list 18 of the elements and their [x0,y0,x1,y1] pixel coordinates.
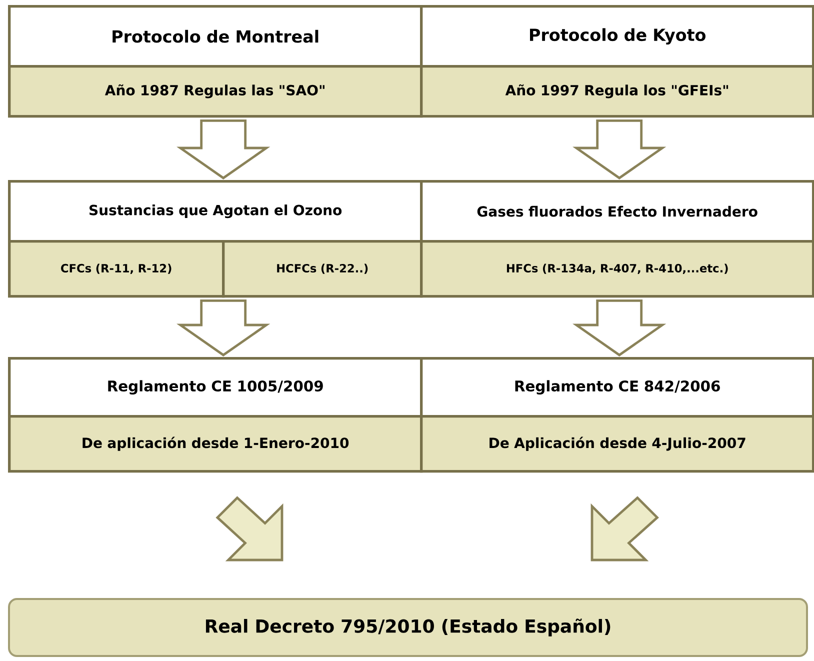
regulation-box: Reglamento CE 842/2006 [420,357,814,418]
regulation-box: Reglamento CE 1005/2009 [8,357,423,418]
date-box: De Aplicación desde 4-Julio-2007 [420,415,814,473]
date-box: De aplicación desde 1-Enero-2010 [8,415,423,473]
block-arrow [572,119,666,180]
block-arrow [176,299,270,356]
block-arrow [176,119,270,180]
subtitle-box: Año 1997 Regula los "GFEIs" [420,65,814,118]
decree-bar: Real Decreto 795/2010 (Estado Español) [8,598,808,657]
gas-box: CFCs (R-11, R-12) [8,240,225,298]
gas-box: HFCs (R-134a, R-407, R-410,...etc.) [420,240,814,298]
category-box: Gases fluorados Efecto Invernadero [420,180,814,243]
title-box: Protocolo de Kyoto [420,5,814,68]
gas-box: HCFCs (R-22..) [222,240,423,298]
category-box: Sustancias que Agotan el Ozono [8,180,423,243]
block-arrow [572,299,666,356]
subtitle-box: Año 1987 Regulas las "SAO" [8,65,423,118]
title-box: Protocolo de Montreal [8,5,423,68]
